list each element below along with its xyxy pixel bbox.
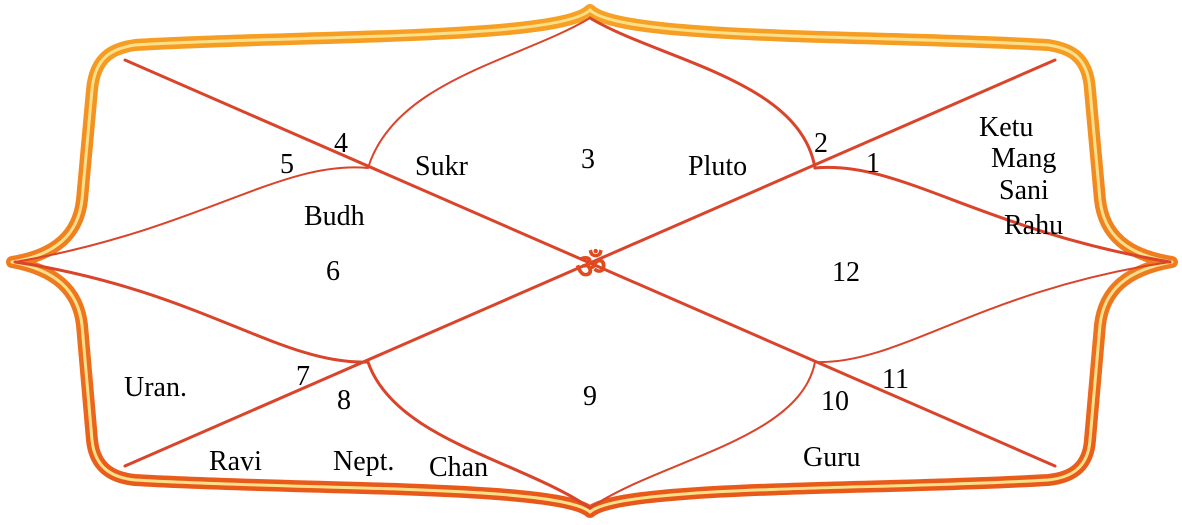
- house-number-10: 10: [821, 386, 849, 417]
- diamond-bottom-right-edge: [589, 361, 816, 509]
- house-number-1: 1: [866, 148, 880, 179]
- planet-guru: Guru: [803, 442, 861, 473]
- diamond-left-bottom-edge: [13, 260, 370, 364]
- house-numbers: 1 2 3 4 5 6 7 8 9 10 11 12: [280, 128, 909, 417]
- house-number-4: 4: [334, 128, 348, 159]
- om-symbol: ॐ: [575, 247, 606, 287]
- house-number-9: 9: [583, 381, 597, 412]
- planet-uran: Uran.: [124, 372, 187, 403]
- planet-ravi: Ravi: [209, 446, 262, 477]
- planet-sukr: Sukr: [415, 151, 469, 182]
- diamond-right-bottom-edge: [814, 261, 1171, 364]
- diagonal-right-down: [123, 58, 1057, 468]
- planet-nept: Nept.: [333, 446, 394, 477]
- planet-chan: Chan: [429, 452, 488, 483]
- ornate-frame: [6, 4, 1178, 518]
- house-number-3: 3: [581, 144, 595, 175]
- inner-diamond: [13, 16, 1172, 510]
- diamond-top-right-edge: [588, 16, 817, 170]
- planet-mang: Mang: [991, 143, 1056, 174]
- planet-sani: Sani: [999, 175, 1049, 206]
- planet-labels: Sukr Pluto Budh Ketu Mang Sani Rahu Uran…: [124, 112, 1063, 483]
- house-number-7: 7: [296, 361, 310, 392]
- house-number-12: 12: [832, 257, 860, 288]
- planet-rahu: Rahu: [1004, 210, 1063, 241]
- diamond-right-top-edge: [813, 165, 1172, 264]
- diamond-top-left-edge: [367, 17, 591, 169]
- house-number-6: 6: [326, 256, 340, 287]
- house-number-2: 2: [814, 128, 828, 159]
- planet-ketu: Ketu: [979, 112, 1033, 143]
- chart-diagonals: [123, 58, 1057, 468]
- house-number-5: 5: [280, 149, 294, 180]
- planet-budh: Budh: [304, 201, 365, 232]
- house-number-11: 11: [882, 364, 909, 395]
- diamond-left-top-edge: [14, 166, 369, 263]
- planet-pluto: Pluto: [688, 151, 747, 182]
- diamond-bottom-left-edge: [366, 360, 592, 510]
- house-number-8: 8: [337, 385, 351, 416]
